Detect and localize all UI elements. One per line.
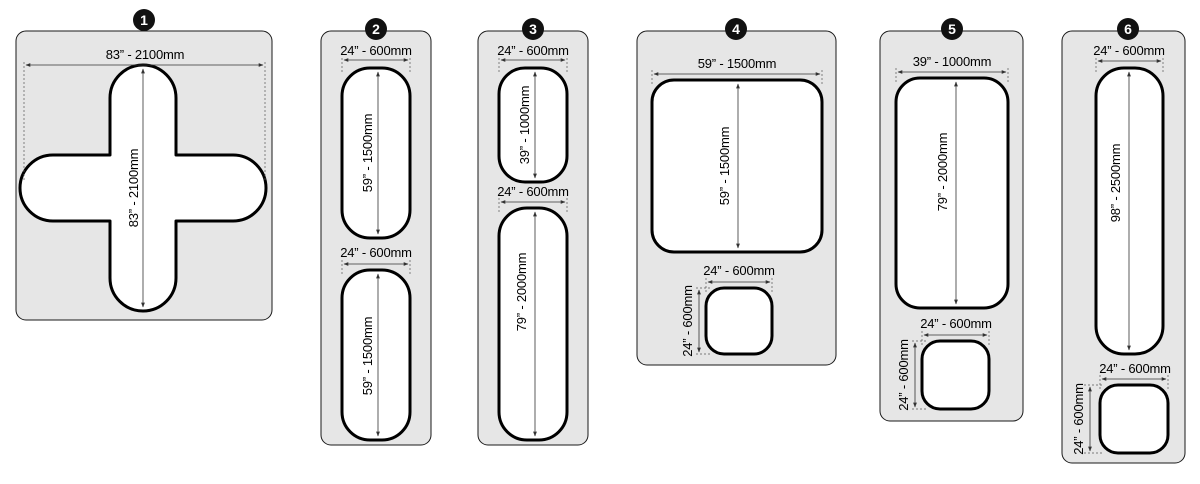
tub-5-large-length-label: 79” - 2000mm — [935, 133, 950, 212]
tub-4-large-length-label: 59” - 1500mm — [717, 127, 732, 206]
tub-4-large — [650, 78, 824, 254]
tub-2b — [340, 268, 412, 442]
tub-3b-length-label: 79” - 2000mm — [514, 253, 529, 332]
tub-2b-width-label: 24” - 600mm — [340, 245, 412, 260]
layout-3-badge: 3 — [522, 18, 544, 40]
layout-3-number: 3 — [529, 21, 537, 37]
layout-5-number: 5 — [948, 21, 956, 37]
tub-5-small-length-label: 24” - 600mm — [896, 339, 911, 411]
tub-6-small-width-label: 24” - 600mm — [1099, 361, 1171, 376]
layout-4-badge: 4 — [725, 18, 747, 40]
dim-label-width: 83” - 2100mm — [106, 47, 185, 62]
layout-6: 6 24” - 600mm 98” - 2500mm 24” - 600mm 2… — [1061, 18, 1186, 464]
tub-4-large-width-label: 59” - 1500mm — [698, 56, 777, 71]
layout-1-number: 1 — [140, 12, 148, 28]
tub-6-long-width-label: 24” - 600mm — [1093, 43, 1165, 58]
layout-5-badge: 5 — [941, 18, 963, 40]
tub-4-small-length-label: 24” - 600mm — [680, 285, 695, 357]
tub-6-long — [1094, 66, 1165, 356]
layout-1-badge: 1 — [133, 9, 155, 31]
tub-3a-width-label: 24” - 600mm — [497, 43, 569, 58]
tub-2a-length-label: 59” - 1500mm — [360, 114, 375, 193]
tub-3b — [497, 206, 569, 442]
tub-2a — [340, 66, 412, 240]
tub-4-small — [704, 286, 774, 356]
layout-3: 3 24” - 600mm 39” - 1000mm 24” - 600mm 7… — [477, 18, 589, 446]
layout-6-badge: 6 — [1117, 18, 1139, 40]
tub-3a — [497, 66, 569, 184]
tub-5-large — [894, 76, 1010, 310]
tub-6-small-length-label: 24” - 600mm — [1071, 383, 1086, 455]
layout-6-number: 6 — [1124, 21, 1132, 37]
dim-label-height: 83” - 2100mm — [126, 149, 141, 228]
tub-4-small-width-label: 24” - 600mm — [703, 263, 775, 278]
tub-3b-width-label: 24” - 600mm — [497, 184, 569, 199]
tub-5-large-width-label: 39” - 1000mm — [913, 54, 992, 69]
tub-6-small — [1098, 383, 1170, 455]
layout-2: 2 24” - 600mm 59” - 1500mm 24” - 600mm 5… — [320, 18, 432, 446]
layout-1: 1 83” - 2100mm 83” - 2100mm — [15, 9, 273, 321]
tub-3a-length-label: 39” - 1000mm — [517, 86, 532, 165]
tub-2b-length-label: 59” - 1500mm — [360, 317, 375, 396]
layout-5: 5 39” - 1000mm 79” - 2000mm 24” - 600mm … — [879, 18, 1024, 422]
layout-4-number: 4 — [732, 21, 740, 37]
tub-6-long-length-label: 98” - 2500mm — [1108, 144, 1123, 223]
tub-2a-width-label: 24” - 600mm — [340, 43, 412, 58]
layout-2-number: 2 — [372, 21, 380, 37]
layout-4: 4 59” - 1500mm 59” - 1500mm 24” - 600mm … — [636, 18, 837, 366]
tub-5-small-width-label: 24” - 600mm — [920, 316, 992, 331]
layout-2-badge: 2 — [365, 18, 387, 40]
tub-5-small — [920, 339, 991, 411]
